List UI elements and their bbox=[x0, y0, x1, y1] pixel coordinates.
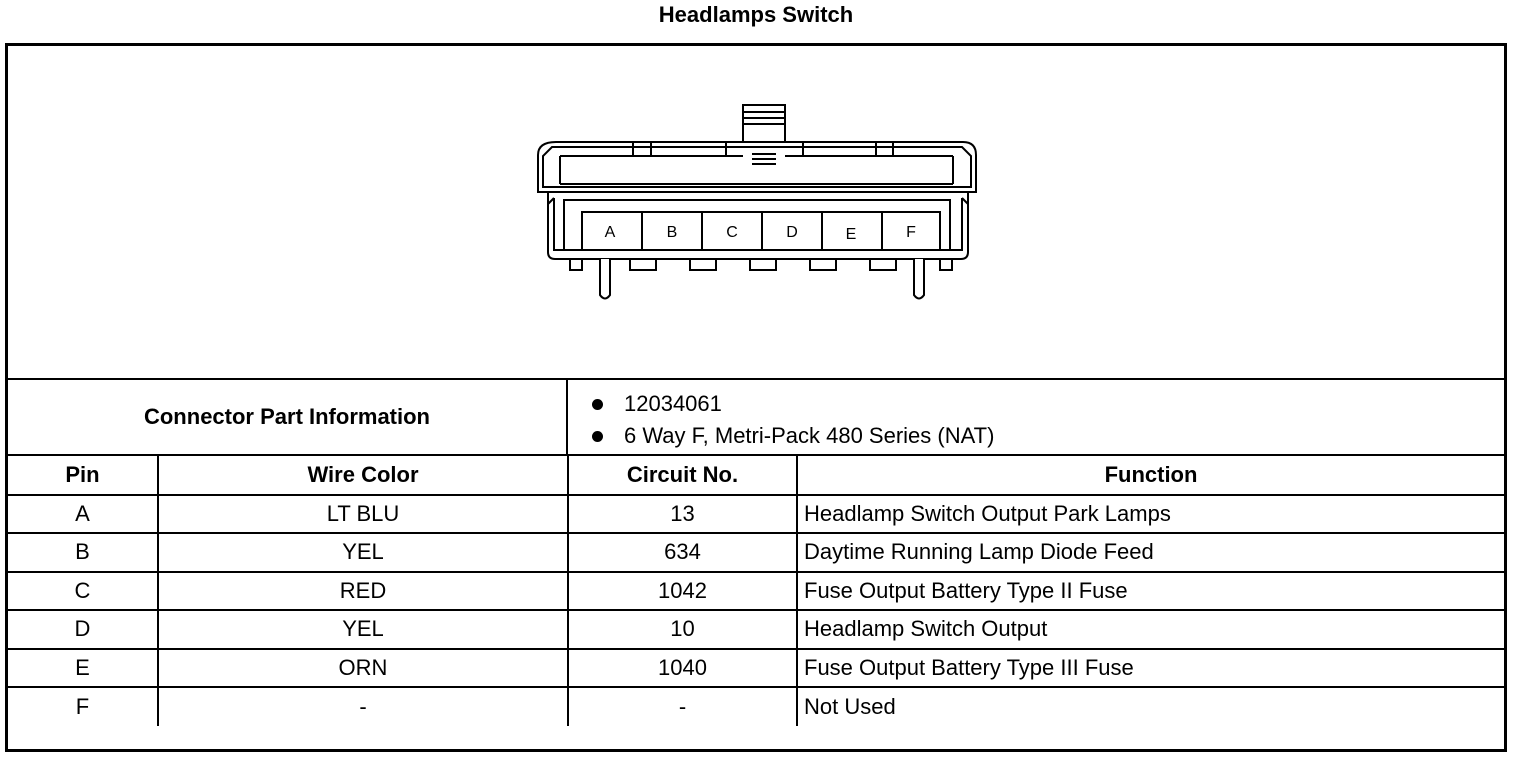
cavity-label-b: B bbox=[667, 224, 678, 241]
header-wire-color: Wire Color bbox=[157, 456, 569, 496]
cell-circuit: 1040 bbox=[567, 647, 798, 688]
table-row: D YEL 10 Headlamp Switch Output bbox=[8, 609, 1504, 650]
table-row: B YEL 634 Daytime Running Lamp Diode Fee… bbox=[8, 532, 1504, 573]
part-info-list: 12034061 6 Way F, Metri-Pack 480 Series … bbox=[568, 380, 1504, 454]
cavity-label-c: C bbox=[726, 224, 738, 241]
cell-circuit: 634 bbox=[567, 532, 798, 573]
cell-function: Fuse Output Battery Type III Fuse bbox=[796, 647, 1504, 688]
cell-wire-color: YEL bbox=[157, 532, 569, 573]
cell-circuit: 13 bbox=[567, 493, 798, 534]
cell-wire-color: RED bbox=[157, 570, 569, 611]
table-row: E ORN 1040 Fuse Output Battery Type III … bbox=[8, 647, 1504, 688]
connector-part-info-row: Connector Part Information 12034061 6 Wa… bbox=[8, 380, 1504, 456]
cell-wire-color: LT BLU bbox=[157, 493, 569, 534]
cavity-label-a: A bbox=[605, 224, 616, 241]
cell-circuit: 1042 bbox=[567, 570, 798, 611]
part-info-item: 6 Way F, Metri-Pack 480 Series (NAT) bbox=[592, 420, 1504, 452]
cell-pin: E bbox=[8, 647, 159, 688]
cell-function: Fuse Output Battery Type II Fuse bbox=[796, 570, 1504, 611]
cavity-label-e: E bbox=[846, 226, 857, 243]
part-info-item: 12034061 bbox=[592, 388, 1504, 420]
cell-pin: F bbox=[8, 686, 159, 726]
cell-wire-color: YEL bbox=[157, 609, 569, 650]
cell-function: Daytime Running Lamp Diode Feed bbox=[796, 532, 1504, 573]
cell-function: Headlamp Switch Output bbox=[796, 609, 1504, 650]
header-pin: Pin bbox=[8, 456, 159, 496]
table-row: F - - Not Used bbox=[8, 686, 1504, 726]
connector-info-frame: A B C D E F Connector Part Information 1… bbox=[5, 43, 1507, 752]
header-function: Function bbox=[796, 456, 1504, 496]
cell-pin: C bbox=[8, 570, 159, 611]
cell-circuit: - bbox=[567, 686, 798, 726]
table-header-row: Pin Wire Color Circuit No. Function bbox=[8, 456, 1504, 496]
cell-pin: A bbox=[8, 493, 159, 534]
cavity-label-f: F bbox=[906, 224, 916, 241]
pin-table: Pin Wire Color Circuit No. Function A LT… bbox=[8, 456, 1504, 726]
cell-function: Not Used bbox=[796, 686, 1504, 726]
connector-face-diagram: A B C D E F bbox=[537, 104, 977, 300]
table-row: C RED 1042 Fuse Output Battery Type II F… bbox=[8, 570, 1504, 611]
connector-diagram-area: A B C D E F bbox=[8, 46, 1504, 380]
cavity-label-d: D bbox=[786, 224, 798, 241]
cell-wire-color: - bbox=[157, 686, 569, 726]
cell-circuit: 10 bbox=[567, 609, 798, 650]
header-circuit-no: Circuit No. bbox=[567, 456, 798, 496]
part-info-label: Connector Part Information bbox=[8, 380, 568, 454]
cell-pin: D bbox=[8, 609, 159, 650]
page-title: Headlamps Switch bbox=[658, 2, 854, 27]
cell-pin: B bbox=[8, 532, 159, 573]
cell-wire-color: ORN bbox=[157, 647, 569, 688]
table-row: A LT BLU 13 Headlamp Switch Output Park … bbox=[8, 493, 1504, 534]
cell-function: Headlamp Switch Output Park Lamps bbox=[796, 493, 1504, 534]
